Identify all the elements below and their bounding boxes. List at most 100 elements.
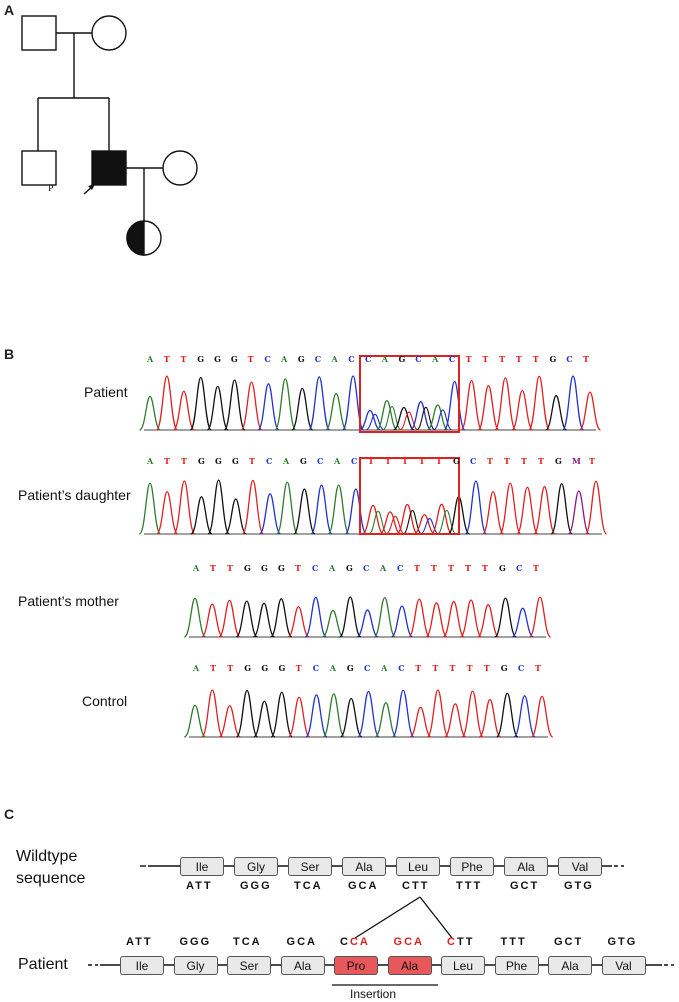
codon-triplet: GGG xyxy=(179,936,212,948)
base-call: A xyxy=(380,563,387,573)
base-call: T xyxy=(532,354,539,364)
base-call: T xyxy=(521,456,527,466)
trace-peak xyxy=(173,480,196,535)
codon-triplet: TTT xyxy=(500,936,527,948)
amino-acid-box: Val xyxy=(558,857,602,876)
trace-peak xyxy=(235,600,259,638)
base-call: T xyxy=(247,354,254,364)
base-call: A xyxy=(329,563,336,573)
trace-peak xyxy=(495,692,519,738)
base-call: C xyxy=(365,354,372,364)
trace-peak xyxy=(206,385,229,431)
amino-acid-box: Ala xyxy=(548,956,592,975)
base-call: C xyxy=(348,354,355,364)
codon-triplet: GCA xyxy=(348,880,379,892)
amino-acid-box: Ala xyxy=(387,956,432,975)
trace-peak xyxy=(528,596,552,638)
base-call: T xyxy=(414,563,420,573)
proband-marker: P xyxy=(48,184,54,193)
base-call: G xyxy=(230,354,238,364)
base-call: T xyxy=(515,354,522,364)
trace-peak xyxy=(258,493,282,535)
trace-peak xyxy=(528,375,551,431)
base-call: G xyxy=(197,354,205,364)
mutation-box-patient xyxy=(359,355,460,433)
base-call: T xyxy=(589,456,595,466)
codon-triplet: TCA xyxy=(294,880,323,892)
trace-peak xyxy=(533,486,556,535)
trace-peak xyxy=(223,379,246,431)
base-call: T xyxy=(431,563,437,573)
trace-peak xyxy=(425,602,448,638)
base-call: G xyxy=(398,354,406,364)
trace-peak xyxy=(461,690,484,738)
base-call: T xyxy=(295,663,302,673)
base-call: T xyxy=(227,663,234,673)
base-call: T xyxy=(533,563,539,573)
brother-square xyxy=(21,150,57,186)
base-call: T xyxy=(436,456,442,466)
base-call: T xyxy=(583,354,589,364)
trace-peak xyxy=(494,377,517,431)
trace-secondary-peak xyxy=(365,413,385,431)
trace-peak xyxy=(413,514,436,535)
trace-label-control: Control xyxy=(82,693,128,709)
trace-peak xyxy=(545,395,568,431)
base-call: G xyxy=(232,456,239,466)
base-call: C xyxy=(517,663,525,673)
base-call: C xyxy=(266,456,273,466)
base-call: C xyxy=(448,354,456,364)
trace-peak xyxy=(459,599,483,638)
trace-peak xyxy=(287,696,311,738)
trace-secondary-peak xyxy=(437,509,457,535)
chromatogram-mother xyxy=(183,596,552,638)
trace-peak xyxy=(183,597,207,638)
trace-label-patient: Patient xyxy=(84,384,128,400)
trace-peak xyxy=(138,482,162,535)
panel-letter-c: C xyxy=(4,806,15,822)
amino-acid-box: Val xyxy=(601,956,646,975)
amino-acid-box: Ile xyxy=(120,956,164,975)
trace-peak xyxy=(305,694,328,738)
base-call: T xyxy=(180,354,187,364)
trace-peak xyxy=(218,599,241,638)
trace-peak xyxy=(172,390,195,431)
base-call: A xyxy=(381,354,388,364)
base-call: T xyxy=(210,563,216,573)
chromatogram-control xyxy=(183,689,554,738)
base-call: T xyxy=(448,563,454,573)
trace-peak xyxy=(257,383,280,431)
trace-peak xyxy=(304,596,328,638)
base-call: C xyxy=(312,563,319,573)
codon-triplet: GCA xyxy=(393,936,424,948)
trace-peak xyxy=(561,375,585,431)
trace-peak xyxy=(274,378,297,431)
proband-square xyxy=(91,150,127,186)
base-call: G xyxy=(549,354,557,364)
base-call: G xyxy=(261,563,268,573)
base-call: G xyxy=(244,563,251,573)
base-call: T xyxy=(249,456,255,466)
base-call: A xyxy=(147,456,154,466)
base-call: T xyxy=(482,563,488,573)
base-call: T xyxy=(465,354,472,364)
trace-peak xyxy=(189,376,212,431)
base-call: T xyxy=(482,354,489,364)
base-call: G xyxy=(215,456,222,466)
grandmother-circle xyxy=(91,15,127,51)
base-call: C xyxy=(351,456,358,466)
base-call: A xyxy=(281,354,288,364)
base-call: C xyxy=(566,354,573,364)
trace-peak xyxy=(308,376,331,431)
trace-peak xyxy=(275,481,299,535)
base-call: T xyxy=(483,663,490,673)
base-call: T xyxy=(465,563,471,573)
wildtype-label: Wildtype sequence xyxy=(16,848,86,887)
trace-peak xyxy=(578,391,602,431)
codon-triplet: GCT xyxy=(554,936,584,948)
daughter-half-fill xyxy=(126,220,145,256)
trace-secondary-peak xyxy=(399,411,419,431)
base-call: T xyxy=(227,563,233,573)
base-call: C xyxy=(415,354,422,364)
panel-letter-a: A xyxy=(4,2,15,18)
